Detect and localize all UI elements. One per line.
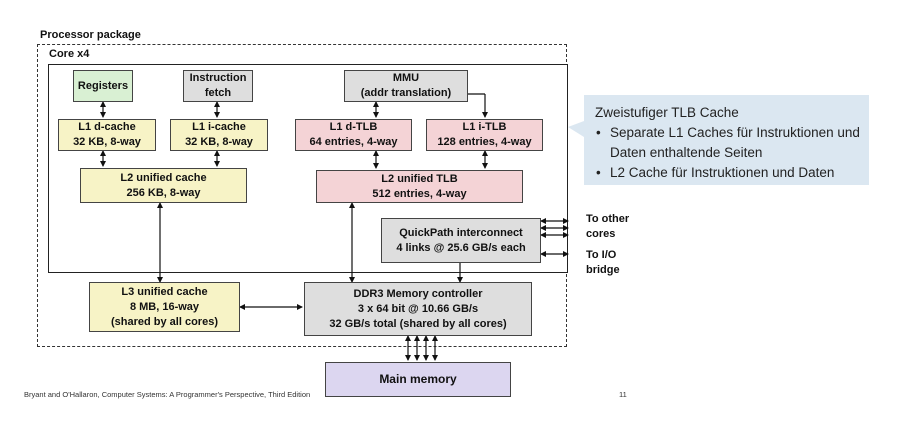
processor-package-label: Processor package bbox=[40, 29, 141, 41]
callout-list: Separate L1 Caches für Instruktionen und… bbox=[595, 123, 863, 183]
l3-unified-cache-box: L3 unified cache 8 MB, 16-way (shared by… bbox=[89, 282, 240, 332]
to-io-bridge-label: To I/O bridge bbox=[586, 249, 620, 276]
mmu-box: MMU (addr translation) bbox=[344, 70, 468, 102]
l2-unified-tlb-box: L2 unified TLB 512 entries, 4-way bbox=[316, 170, 523, 203]
callout-title: Zweistufiger TLB Cache bbox=[595, 105, 739, 120]
l1-d-tlb-box: L1 d-TLB 64 entries, 4-way bbox=[295, 119, 412, 151]
l1-i-tlb-box: L1 i-TLB 128 entries, 4-way bbox=[426, 119, 543, 151]
tlb-callout: Zweistufiger TLB Cache Separate L1 Cache… bbox=[584, 95, 869, 185]
l1-i-cache-box: L1 i-cache 32 KB, 8-way bbox=[170, 119, 268, 151]
ddr3-memory-controller-box: DDR3 Memory controller 3 x 64 bit @ 10.6… bbox=[304, 282, 532, 336]
callout-pointer bbox=[568, 121, 584, 137]
core-label: Core x4 bbox=[49, 48, 90, 60]
main-memory-box: Main memory bbox=[325, 362, 511, 397]
to-other-cores-label: To other cores bbox=[586, 213, 630, 240]
callout-item: Separate L1 Caches für Instruktionen und… bbox=[596, 123, 863, 163]
l2-unified-cache-box: L2 unified cache 256 KB, 8-way bbox=[80, 168, 247, 203]
callout-item: L2 Cache für Instruktionen und Daten bbox=[596, 163, 863, 183]
quickpath-interconnect-box: QuickPath interconnect 4 links @ 25.6 GB… bbox=[381, 218, 541, 263]
l1-d-cache-box: L1 d-cache 32 KB, 8-way bbox=[58, 119, 156, 151]
instruction-fetch-box: Instruction fetch bbox=[183, 70, 253, 102]
page-number: 11 bbox=[619, 390, 627, 399]
registers-box: Registers bbox=[73, 70, 133, 102]
citation: Bryant and O'Hallaron, Computer Systems:… bbox=[24, 390, 311, 399]
